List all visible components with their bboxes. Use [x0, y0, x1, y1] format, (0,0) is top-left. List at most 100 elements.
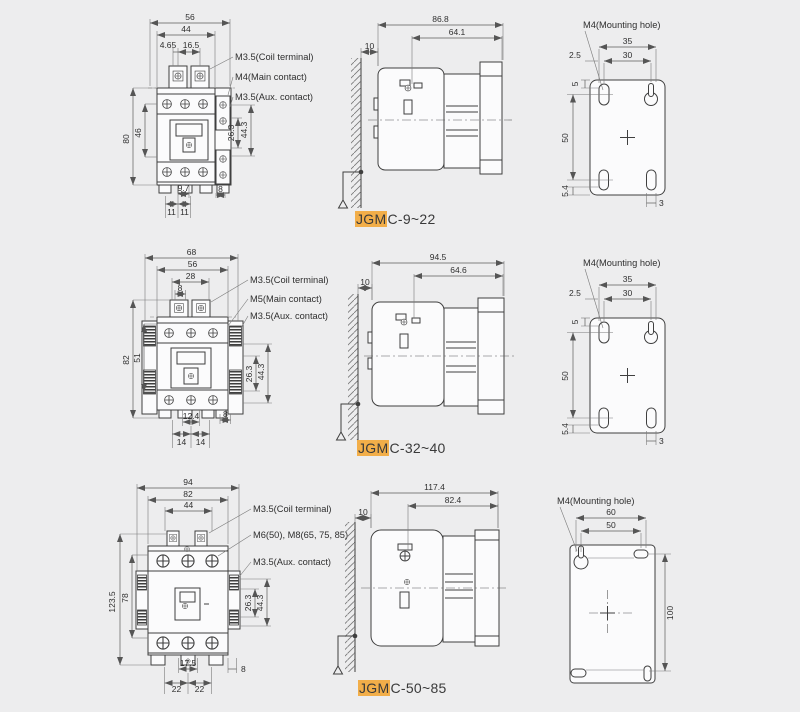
- aux-contact-screw-icon: [219, 155, 227, 163]
- dim-mount-w2: 30: [623, 50, 633, 60]
- dim-side-depth-front: 64.1: [449, 27, 466, 37]
- center-mark: [600, 606, 615, 620]
- dimension-lines: [360, 22, 504, 84]
- dim-front-top-small-1: 44: [184, 500, 194, 510]
- center-screw-icon: [182, 603, 188, 609]
- main-contact-screw-icon: [162, 99, 172, 109]
- dim-front-right-2: 44.3: [239, 121, 249, 138]
- coil-screw-icon: [194, 70, 206, 82]
- dim-front-width-outer: 56: [185, 12, 195, 22]
- aux-module-hatch: [229, 369, 242, 395]
- coil-screw-icon: [399, 550, 411, 562]
- aux-module-hatch: [229, 574, 239, 591]
- contactor-front-body: [148, 65, 235, 194]
- dim-mount-height: 50: [560, 133, 570, 143]
- contactor-side-body: [361, 529, 509, 647]
- dimension-lines: [559, 506, 671, 672]
- dim-side-wall-gap: 10: [358, 507, 368, 517]
- label-coil-terminal: M3.5(Coil terminal): [235, 52, 314, 62]
- model-number: C-50~85: [390, 680, 447, 696]
- mount-view-jgmc-32-40: M4(Mounting hole) 35 30 2.5 5 50 5.4 3: [560, 258, 666, 446]
- label-mounting-hole: M4(Mounting hole): [583, 258, 661, 268]
- coil-screw-icon: [169, 534, 177, 542]
- main-contact-screw-icon: [198, 167, 208, 177]
- mounting-slot: [643, 665, 652, 682]
- dim-front-bottom-4: 14: [196, 437, 206, 447]
- label-mounting-hole: M4(Mounting hole): [583, 20, 661, 30]
- dim-mount-top: 5: [570, 319, 580, 324]
- dim-front-height-inner: 51: [132, 353, 142, 363]
- dim-front-right-1: 26.3: [244, 365, 254, 382]
- ground-symbol: [335, 401, 361, 441]
- side-view-jgmc-9-22: 86.8 64.1 10: [337, 14, 512, 209]
- side-view-jgmc-32-40: 94.5 64.6 10: [335, 252, 514, 441]
- main-contact-screw-icon: [205, 636, 219, 650]
- center-mark: [620, 130, 635, 145]
- main-contact-screw-icon: [205, 554, 219, 568]
- dim-side-depth-front: 64.6: [450, 265, 467, 275]
- small-screw-icon: [404, 579, 410, 585]
- dim-side-depth-total: 94.5: [430, 252, 447, 262]
- label-main-contact: M4(Main contact): [235, 72, 307, 82]
- dim-front-right-2: 44.3: [255, 594, 265, 611]
- dim-mount-top: 5: [570, 81, 580, 86]
- coil-screw-icon: [196, 303, 206, 313]
- dim-side-wall-gap: 10: [360, 277, 370, 287]
- main-contact-screw-icon: [180, 99, 190, 109]
- center-mark: [620, 368, 635, 383]
- mounting-slot: [570, 668, 587, 678]
- dim-front-top-small-2: 16.5: [183, 40, 200, 50]
- dim-front-bottom-2: 8: [223, 409, 228, 419]
- model-prefix-highlight: JGM: [357, 440, 390, 456]
- label-aux-contact: M3.5(Aux. contact): [250, 311, 328, 321]
- contactor-side-body: [368, 61, 512, 175]
- contactor-front-body: [135, 530, 241, 666]
- main-contact-screw-icon: [162, 167, 172, 177]
- dim-front-top-small-1: 28: [186, 271, 196, 281]
- dim-side-depth-total: 86.8: [432, 14, 449, 24]
- coil-screw-icon: [404, 84, 412, 92]
- coil-screw-icon: [197, 534, 205, 542]
- dim-mount-height: 50: [560, 371, 570, 381]
- ground-symbol: [337, 169, 364, 209]
- dim-front-bottom-4: 11: [180, 207, 189, 217]
- dim-mount-w2: 50: [606, 520, 616, 530]
- mounting-plate: [589, 317, 666, 434]
- front-view-jgmc-50-85: 94 82 44 123.5 78 26.3 44.3 17.5 8 22 22…: [107, 477, 348, 694]
- dim-mount-w1: 60: [606, 507, 616, 517]
- label-coil-terminal: M3.5(Coil terminal): [250, 275, 329, 285]
- coil-screw-icon: [172, 70, 184, 82]
- dim-front-bottom-3: 22: [172, 684, 182, 694]
- ground-symbol: [332, 633, 358, 675]
- aux-module-hatch: [137, 609, 147, 626]
- mounting-plate: [569, 544, 656, 684]
- main-contact-screw-icon: [181, 554, 195, 568]
- contactor-side-body: [364, 297, 514, 415]
- main-contact-screw-icon: [156, 636, 170, 650]
- dim-mount-w2: 30: [623, 288, 633, 298]
- dim-mount-offset: 2.5: [569, 50, 581, 60]
- dim-mount-b: 3: [659, 436, 664, 446]
- dim-front-right-1: 26.3: [226, 124, 236, 141]
- mounting-slot: [646, 407, 657, 429]
- model-label-jgmc-9-22: JGMC-9~22: [355, 211, 436, 227]
- dim-front-width-inner: 44: [181, 24, 191, 34]
- front-view-jgmc-32-40: 68 56 28 8 82 51 26.3 44.3 12.4 8 14 14 …: [121, 247, 329, 448]
- aux-contact-screw-icon: [219, 101, 227, 109]
- main-contact-screw-icon: [181, 636, 195, 650]
- dim-front-width-inner: 56: [188, 259, 198, 269]
- model-prefix-highlight: JGM: [358, 680, 391, 696]
- dim-front-bottom-4: 22: [195, 684, 205, 694]
- dimension-lines: [357, 260, 505, 318]
- dim-front-bottom-1: 9.7: [178, 183, 190, 193]
- dim-front-right-2: 44.3: [256, 363, 266, 380]
- dim-front-height-outer: 123.5: [107, 591, 117, 613]
- mounting-slot: [646, 169, 657, 191]
- main-contact-screw-icon: [186, 328, 196, 338]
- dim-front-top-small-2: 8: [178, 283, 183, 293]
- dim-mount-b: 3: [659, 198, 664, 208]
- model-prefix-highlight: JGM: [355, 211, 388, 227]
- dimension-lines: [354, 490, 499, 550]
- dim-front-bottom-2: 8: [218, 184, 223, 194]
- label-aux-contact: M3.5(Aux. contact): [235, 92, 313, 102]
